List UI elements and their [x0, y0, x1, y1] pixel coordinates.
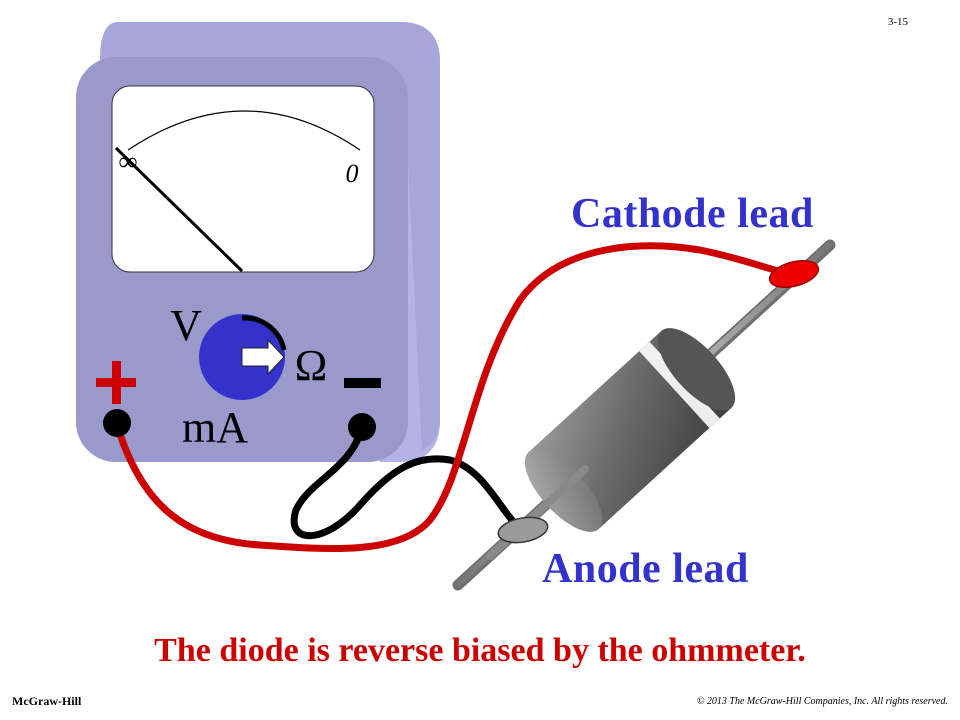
page-number: 3-15 — [887, 16, 908, 28]
scale-zero-label: 0 — [346, 159, 359, 188]
cathode-lead-label: Cathode lead — [571, 191, 814, 237]
plus-symbol-icon — [96, 361, 136, 404]
anode-lead-label: Anode lead — [542, 546, 749, 592]
meter-display: ∞ 0 — [111, 85, 375, 273]
copyright-footer: © 2013 The McGraw-Hill Companies, Inc. A… — [696, 696, 948, 707]
positive-terminal[interactable] — [103, 409, 131, 437]
cathode-clip — [768, 259, 820, 289]
minus-symbol-icon — [344, 378, 381, 388]
anode-clip — [497, 516, 549, 544]
slide-caption: The diode is reverse biased by the ohmme… — [154, 632, 806, 669]
mode-current-label: mA — [182, 403, 248, 452]
negative-terminal[interactable] — [348, 413, 376, 441]
cathode-band — [639, 341, 720, 428]
mode-voltage-label: V — [170, 301, 202, 350]
publisher-footer: McGraw-Hill — [12, 694, 82, 708]
red-test-lead — [113, 242, 786, 553]
selector-arrow-icon — [241, 338, 285, 376]
mode-ohms-label: Ω — [295, 341, 328, 390]
black-test-lead — [290, 424, 516, 540]
meter-scale-arc — [127, 110, 361, 151]
scale-infinity-label: ∞ — [119, 147, 138, 176]
mode-selector[interactable]: V Ω mA — [170, 301, 327, 452]
meter-needle — [114, 146, 244, 273]
